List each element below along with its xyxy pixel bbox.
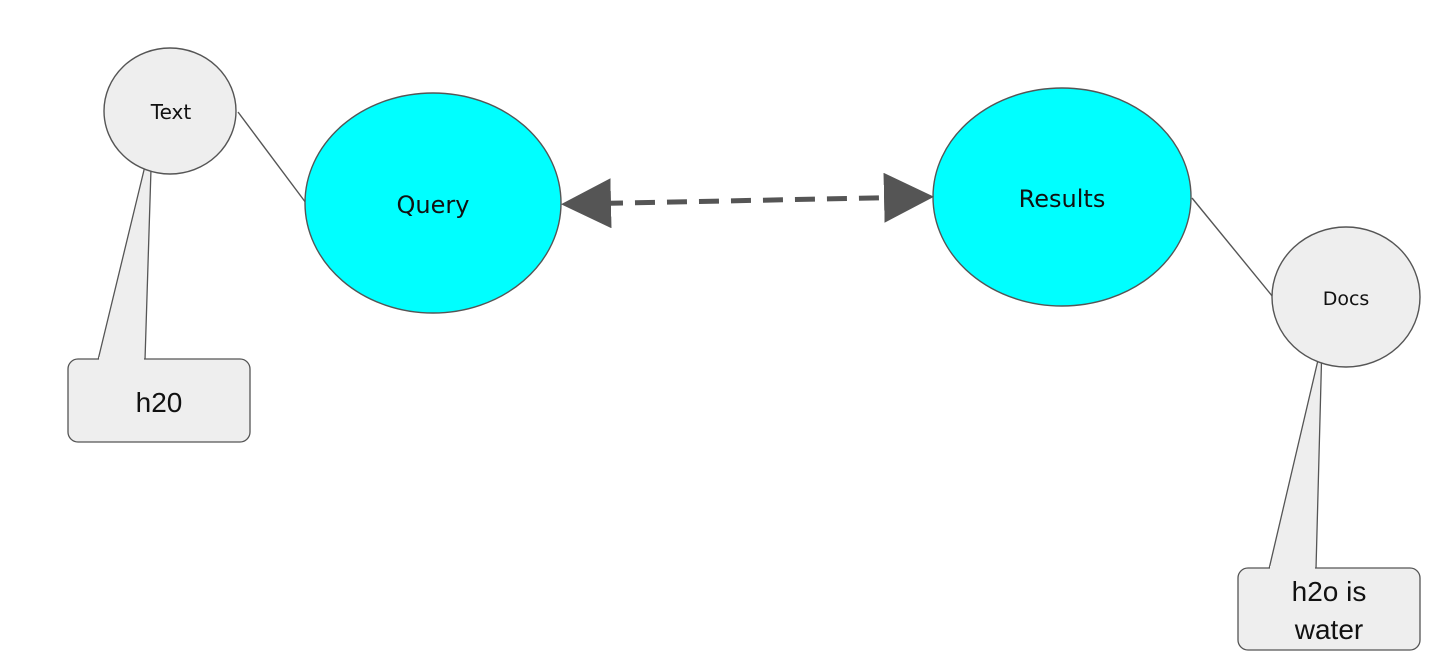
callout-docs-label-line1: h2o is <box>1292 576 1367 607</box>
node-docs[interactable]: Docs <box>1271 226 1421 368</box>
node-query-shape <box>304 92 562 314</box>
callout-text-pointer <box>97 136 153 361</box>
connector-results-docs <box>1191 197 1274 298</box>
callout-text-box <box>67 358 251 443</box>
node-text-label: Text <box>150 100 192 124</box>
callout-text-seam <box>99 357 144 361</box>
node-text-shape <box>103 47 237 175</box>
callout-docs-value: h2o is water <box>1237 342 1421 651</box>
node-docs-shape <box>1271 226 1421 368</box>
connector-text-query <box>237 111 307 204</box>
node-text[interactable]: Text <box>103 47 237 175</box>
node-results-label: Results <box>1019 185 1106 213</box>
callout-text-value: h20 <box>67 136 251 443</box>
callout-docs-box <box>1237 567 1421 651</box>
node-query-label: Query <box>397 191 470 219</box>
callout-text-label: h20 <box>136 387 183 418</box>
bidirectional-dashed-arrow <box>561 172 934 229</box>
callout-docs-label-line2: water <box>1294 614 1363 645</box>
node-docs-label: Docs <box>1323 288 1370 310</box>
callout-docs-pointer <box>1268 342 1323 570</box>
callout-docs-seam <box>1270 566 1315 570</box>
node-query[interactable]: Query <box>304 92 562 314</box>
node-results[interactable]: Results <box>932 87 1192 307</box>
